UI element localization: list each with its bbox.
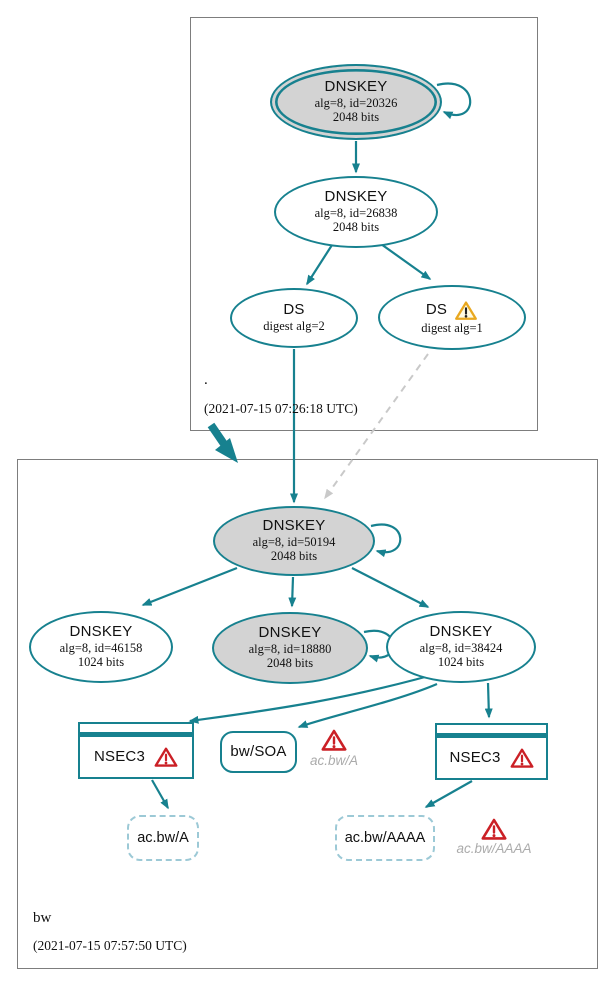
warning-ac-bw-a: ac.bw/A [294,728,374,768]
node-dnskey-ksk-50194[interactable]: DNSKEY alg=8, id=50194 2048 bits [213,506,375,576]
node-detail: 2048 bits [266,656,314,671]
node-title: ac.bw/AAAA [344,830,426,846]
node-detail: 2048 bits [332,110,380,125]
node-dnskey-18880[interactable]: DNSKEY alg=8, id=18880 2048 bits [212,612,368,684]
zone-name-bw: bw [33,910,52,926]
edge-nsec3left-acbwa [151,779,169,810]
warning-icon [455,301,478,320]
edge-dnskey38424-soa [297,682,438,729]
edge-dnskey50194-dnskey18880 [288,576,297,608]
node-detail: alg=8, id=20326 [314,95,398,110]
warning-ac-bw-aaaa: ac.bw/AAAA [444,817,544,856]
node-dnskey-26838[interactable]: DNSKEY alg=8, id=26838 2048 bits [274,176,438,248]
node-title: DNSKEY [69,622,133,640]
node-detail: alg=8, id=38424 [419,640,503,655]
error-warning-icon [481,818,507,840]
node-detail: alg=8, id=18880 [248,641,332,656]
node-title: ac.bw/A [137,830,189,846]
edge-selfloop-dnskey-20326 [436,82,472,120]
edge-dnskey50194-dnskey38424 [351,567,430,608]
edge-nsec3right-acbwaaaa [424,780,473,808]
nsec3-header-bar [437,725,546,738]
zone-timestamp-root: (2021-07-15 07:26:18 UTC) [204,401,358,416]
edge-dnskey26838-ds2 [306,244,333,286]
node-title: DNSKEY [258,623,322,641]
warning-caption: ac.bw/A [309,753,359,768]
node-title: DNSKEY [324,187,388,205]
node-detail: alg=8, id=26838 [314,205,398,220]
node-rrset-bw-soa[interactable]: bw/SOA [220,731,297,773]
zone-name-root: . [204,372,208,388]
edge-zone-delegation-arrow [207,422,228,447]
node-detail: 2048 bits [270,549,318,564]
node-nsec3-right[interactable]: NSEC3 [435,723,548,780]
edge-dnskey50194-dnskey46158 [141,566,238,607]
warning-caption: ac.bw/AAAA [456,841,532,856]
node-dnskey-38424[interactable]: DNSKEY alg=8, id=38424 1024 bits [386,611,536,683]
node-detail: alg=8, id=50194 [252,534,336,549]
node-detail: 1024 bits [437,655,485,670]
node-title: DNSKEY [429,622,493,640]
node-detail: 2048 bits [332,220,380,235]
edge-selfloop-dnskey-50194 [370,523,402,558]
node-title: DNSKEY [324,77,388,95]
error-warning-icon [154,747,178,767]
edge-dnskey26838-ds1 [380,243,432,280]
node-title: NSEC3 [93,747,146,765]
node-detail: digest alg=2 [263,319,325,334]
node-ds-digest2[interactable]: DS digest alg=2 [230,288,358,348]
node-title: DS [425,300,448,318]
node-detail: alg=8, id=46158 [59,640,143,655]
edge-dnskey38424-nsec3-left [188,668,451,724]
node-detail: digest alg=1 [421,320,483,335]
node-title: NSEC3 [449,748,501,766]
zone-timestamp-bw: (2021-07-15 07:57:50 UTC) [33,938,187,953]
nsec3-header-bar [80,724,192,737]
node-title: DNSKEY [262,516,326,534]
node-rrset-ac-bw-aaaa[interactable]: ac.bw/AAAA [335,815,435,861]
edge-zone-delegation-arrowhead [215,438,238,463]
node-dnskey-46158[interactable]: DNSKEY alg=8, id=46158 1024 bits [29,611,173,683]
error-warning-icon [321,729,347,751]
edge-dnskey38424-nsec3-right [484,682,493,719]
edge-ds1-dnskey50194-insecure [324,353,429,500]
error-warning-icon [510,748,533,768]
node-ds-digest1[interactable]: DS digest alg=1 [378,285,526,350]
node-title: DS [283,301,305,319]
node-rrset-ac-bw-a[interactable]: ac.bw/A [127,815,199,861]
node-nsec3-left[interactable]: NSEC3 [78,722,194,779]
node-detail: 1024 bits [77,655,125,670]
node-dnskey-ksk-20326[interactable]: DNSKEY alg=8, id=20326 2048 bits [270,64,442,140]
node-title: bw/SOA [230,742,287,760]
